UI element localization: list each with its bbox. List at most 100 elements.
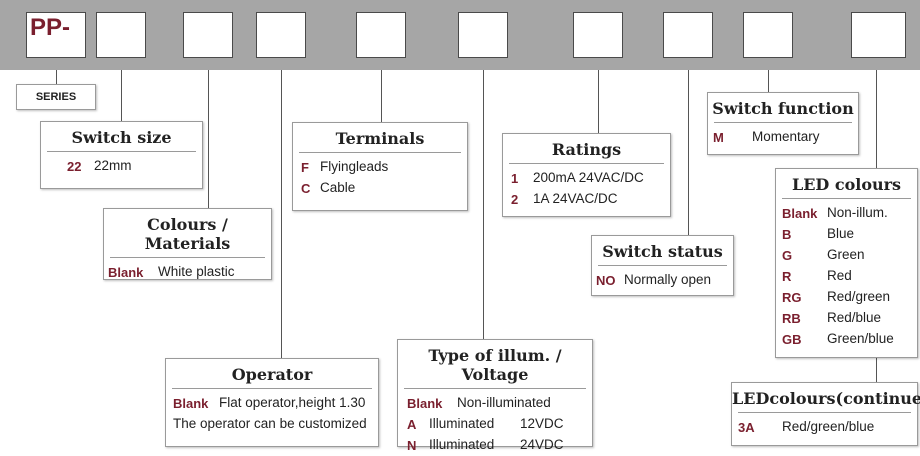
option-code: M xyxy=(713,130,724,145)
illumination-title: Type of illum. / Voltage xyxy=(428,346,562,384)
option-code: C xyxy=(301,181,311,196)
code-slot-series xyxy=(26,12,86,58)
connector-switch-status xyxy=(688,70,689,236)
code-slot-switch-size xyxy=(96,12,146,58)
led-colours-box: LED colours Blank Non-illum. B Blue G Gr… xyxy=(775,168,918,358)
option-code: Blank xyxy=(407,396,443,411)
switch-function-box: Switch function M Momentary xyxy=(707,92,859,155)
option-code: B xyxy=(782,227,792,242)
option-desc: Flat operator,height 1.30 xyxy=(219,395,366,410)
connector-colours xyxy=(208,70,209,209)
ratings-title: Ratings xyxy=(551,140,622,159)
connector-illumination xyxy=(483,70,484,340)
option-desc: 200mA 24VAC/DC xyxy=(533,170,644,185)
list-item: Blank Non-illuminated xyxy=(398,393,592,414)
option-code: F xyxy=(301,160,309,175)
list-item: 1 200mA 24VAC/DC xyxy=(503,168,670,189)
option-code: Blank xyxy=(173,396,209,411)
list-item: C Cable xyxy=(293,178,467,199)
option-desc: Non-illum. xyxy=(827,205,888,220)
option-code: R xyxy=(782,269,792,284)
code-slot-terminals xyxy=(356,12,406,58)
list-item: F Flyingleads xyxy=(293,157,467,178)
list-item: GB Green/blue xyxy=(776,329,917,350)
divider xyxy=(47,151,196,152)
divider xyxy=(110,257,265,258)
led-colours-continued-title: LEDcolours(continued) xyxy=(732,389,920,408)
colours-materials-title: Colours / Materials xyxy=(144,215,231,253)
led-colours-continued-box: LEDcolours(continued) 3A Red/green/blue xyxy=(731,382,920,446)
option-voltage: 24VDC xyxy=(520,437,564,452)
option-code: RB xyxy=(782,311,801,326)
option-desc: Non-illuminated xyxy=(457,395,551,410)
code-slot-led-colours xyxy=(851,12,906,58)
list-item: Blank Flat operator,height 1.30 xyxy=(166,393,378,414)
operator-note-row: The operator can be customized xyxy=(166,414,378,435)
list-item: R Red xyxy=(776,266,917,287)
option-desc: Normally open xyxy=(624,272,712,287)
option-code: 1 xyxy=(511,171,519,186)
list-item: A Illuminated 12VDC xyxy=(398,414,592,435)
terminals-title: Terminals xyxy=(335,129,425,148)
option-code: 22 xyxy=(67,159,82,174)
divider xyxy=(404,388,586,389)
option-desc: Green xyxy=(827,247,865,262)
switch-status-box: Switch status NO Normally open xyxy=(591,235,734,296)
divider xyxy=(738,412,911,413)
list-item: 2 1A 24VAC/DC xyxy=(503,189,670,210)
list-item: RG Red/green xyxy=(776,287,917,308)
connector-ratings xyxy=(598,70,599,134)
operator-note: The operator can be customized xyxy=(173,416,367,431)
option-desc: Momentary xyxy=(752,129,820,144)
option-code: A xyxy=(407,417,417,432)
option-desc: Flyingleads xyxy=(320,159,389,174)
option-code: Blank xyxy=(108,265,144,280)
list-item: 22 22mm xyxy=(41,156,202,177)
list-item: Blank White plastic xyxy=(104,262,271,283)
illumination-box: Type of illum. / Voltage Blank Non-illum… xyxy=(397,339,593,453)
divider xyxy=(509,163,664,164)
code-slot-operator xyxy=(256,12,306,58)
code-slot-illumination xyxy=(458,12,508,58)
option-code: 3A xyxy=(738,420,755,435)
option-desc: Red/green xyxy=(827,289,891,304)
option-code: NO xyxy=(596,273,616,288)
code-slot-switch-status xyxy=(663,12,713,58)
terminals-box: Terminals F Flyingleads C Cable xyxy=(292,122,468,211)
option-desc: Blue xyxy=(827,226,855,241)
divider xyxy=(782,198,911,199)
connector-operator xyxy=(281,70,282,359)
option-desc: Red xyxy=(827,268,852,283)
option-code: 2 xyxy=(511,192,519,207)
option-voltage: 12VDC xyxy=(520,416,564,431)
option-desc: 1A 24VAC/DC xyxy=(533,191,618,206)
list-item: G Green xyxy=(776,245,917,266)
code-slot-switch-function xyxy=(743,12,793,58)
switch-size-title: Switch size xyxy=(71,128,172,147)
switch-size-box: Switch size 22 22mm xyxy=(40,121,203,189)
option-code: GB xyxy=(782,332,802,347)
connector-series xyxy=(56,70,57,85)
colours-materials-box: Colours / Materials Blank White plastic xyxy=(103,208,272,280)
operator-box: Operator Blank Flat operator,height 1.30… xyxy=(165,358,379,447)
option-desc: Cable xyxy=(320,180,356,195)
divider xyxy=(172,388,372,389)
option-code: N xyxy=(407,438,417,453)
connector-switch-size xyxy=(121,70,122,122)
list-item: RB Red/blue xyxy=(776,308,917,329)
option-desc: Illuminated xyxy=(429,437,495,452)
connector-led-colours xyxy=(876,70,877,169)
connector-switch-function xyxy=(768,70,769,93)
switch-status-title: Switch status xyxy=(602,242,723,261)
connector-terminals xyxy=(381,70,382,123)
divider xyxy=(714,122,852,123)
connector-led-continued xyxy=(876,358,877,383)
code-slot-colours xyxy=(183,12,233,58)
list-item: M Momentary xyxy=(708,127,858,148)
option-desc: Illuminated xyxy=(429,416,495,431)
option-code: Blank xyxy=(782,206,818,221)
divider xyxy=(598,265,727,266)
operator-title: Operator xyxy=(231,365,313,384)
list-item: 3A Red/green/blue xyxy=(732,417,917,438)
list-item: NO Normally open xyxy=(592,270,733,291)
